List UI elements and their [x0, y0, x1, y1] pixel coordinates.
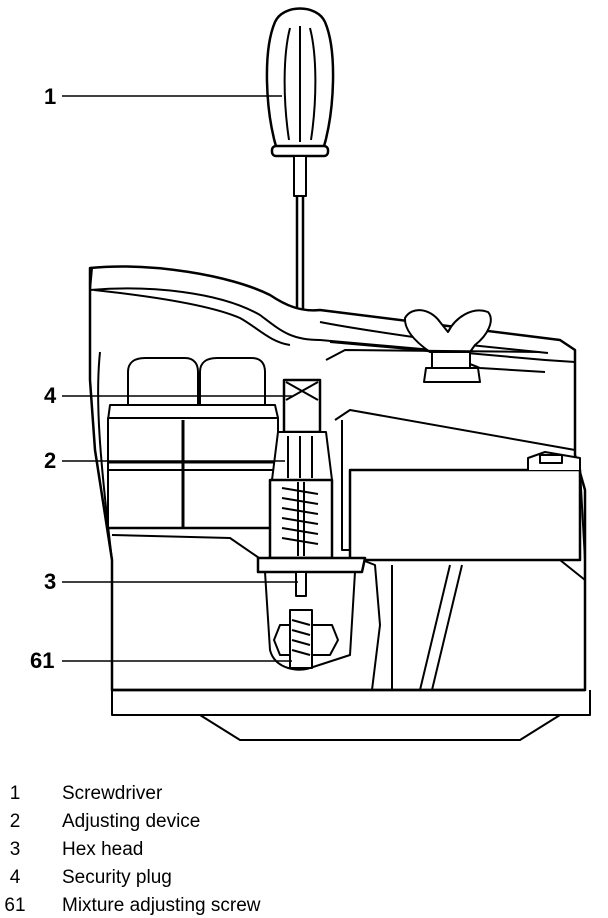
legend-number: 4	[9, 867, 21, 888]
adjusting-device	[268, 378, 334, 560]
callout-4: 4	[44, 383, 57, 408]
wing-nut	[403, 309, 492, 383]
leader-lines	[62, 95, 298, 662]
diagram-drawing	[62, 7, 591, 741]
carburetor-adjustment-diagram: 1 4 2 3 61	[30, 7, 591, 741]
legend-number: 1	[9, 783, 21, 804]
callout-1: 1	[44, 84, 57, 109]
legend-item: 61 Mixture adjusting screw	[0, 894, 608, 918]
callout-2: 2	[44, 448, 57, 473]
lower-base	[111, 556, 591, 741]
legend-label: Adjusting device	[62, 811, 201, 832]
legend-item: 1 Screwdriver	[0, 782, 608, 806]
legend-number: 2	[9, 811, 21, 832]
legend-label: Security plug	[62, 867, 172, 888]
legend-item: 4 Security plug	[0, 866, 608, 890]
float-chamber	[107, 357, 279, 561]
legend-label: Hex head	[62, 839, 144, 860]
legend-label: Screwdriver	[62, 783, 163, 804]
legend-number: 3	[9, 839, 21, 860]
throttle-body	[325, 349, 586, 691]
legend-label: Mixture adjusting screw	[62, 895, 261, 916]
legend-item: 3 Hex head	[0, 838, 608, 862]
callout-3: 3	[44, 569, 57, 594]
legend-number: 61	[4, 895, 26, 916]
callout-61: 61	[30, 648, 55, 673]
legend-item: 2 Adjusting device	[0, 810, 608, 834]
